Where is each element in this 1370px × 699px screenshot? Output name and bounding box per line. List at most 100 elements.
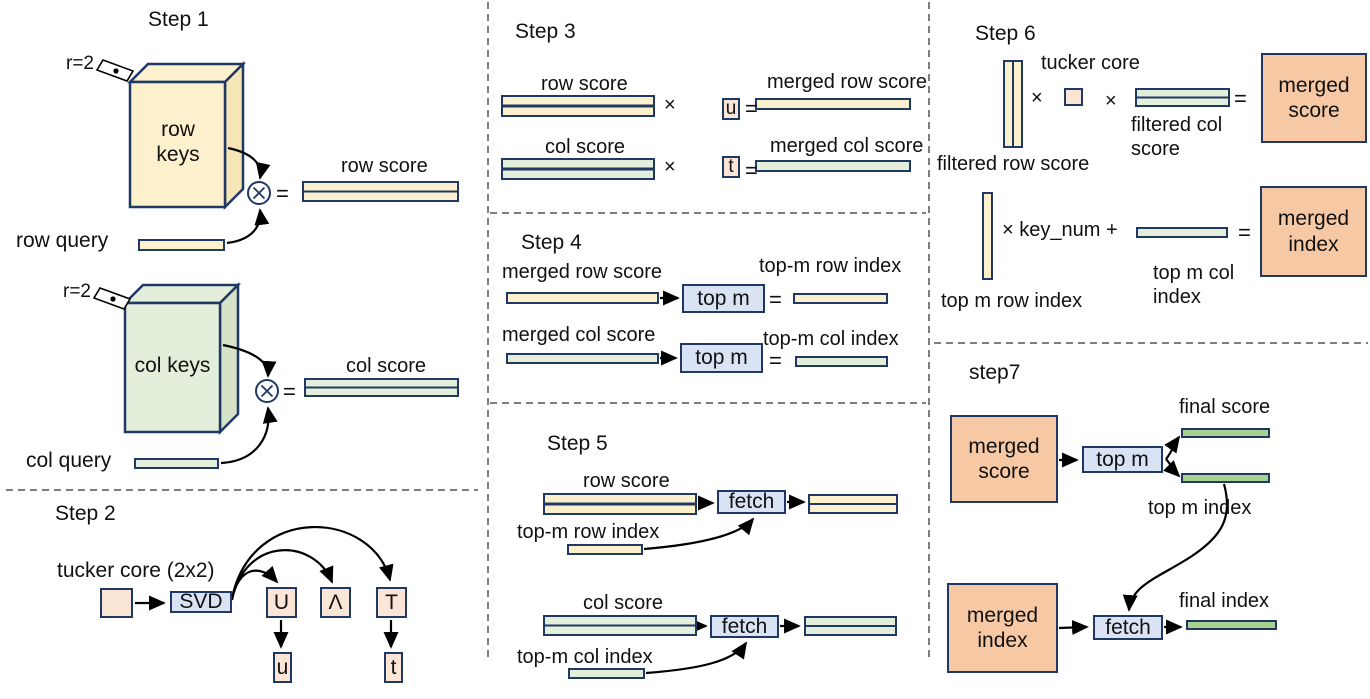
equals-sign: =	[769, 348, 782, 373]
s3-row-score-label: row score	[541, 73, 628, 95]
matrix-U-box: U	[266, 587, 297, 618]
s6-tucker-core-label: tucker core	[1041, 52, 1140, 74]
equals-sign: =	[745, 96, 758, 121]
step3-title: Step 3	[515, 20, 576, 43]
s7-top-m-index-bar	[1181, 473, 1270, 483]
s5-fetch-box-col: fetch	[710, 615, 779, 638]
times-sign: ×	[664, 94, 676, 116]
equals-sign: =	[1234, 86, 1247, 111]
merged-score-label: merged score	[1278, 73, 1350, 122]
s3-t-label: t	[728, 156, 734, 177]
col-keys-label: col keys	[134, 354, 211, 377]
s3-merged-row-score-label: merged row score	[767, 71, 928, 93]
s6-merged-index-box: merged index	[1260, 186, 1367, 277]
tucker-core-2x2-label: tucker core (2x2)	[57, 559, 215, 582]
matrix-lambda-box: Λ	[320, 587, 351, 618]
merged-index-label: merged index	[1277, 207, 1350, 256]
s5-row-output-bar	[808, 494, 898, 514]
s5-row-score-label: row score	[583, 470, 670, 492]
s6-filtered-row-score-bar	[1003, 60, 1023, 148]
s4-merged-col-score-label: merged col score	[502, 324, 656, 346]
step4-title: Step 4	[521, 231, 582, 254]
fetch-label: fetch	[728, 490, 775, 513]
s6-filtered-row-score-label: filtered row score	[937, 153, 1090, 175]
arrows	[135, 146, 1229, 675]
s3-col-score-bar	[501, 158, 655, 180]
s6-top-m-col-index-bar	[1136, 227, 1228, 238]
s7-top-m-index-label: top m index	[1148, 497, 1252, 519]
s6-filtered-col-score-bar	[1135, 88, 1230, 107]
s3-merged-col-score-bar	[755, 160, 911, 172]
equals-sign: =	[1238, 220, 1251, 245]
s6-tucker-core-square	[1064, 88, 1083, 106]
s4-top-m-col-index-label: top-m col index	[763, 328, 899, 350]
step5-title: Step 5	[547, 432, 608, 455]
merged-index-label: merged index	[966, 603, 1039, 652]
times-sign: ×	[664, 156, 676, 178]
step7-title: step7	[969, 361, 1021, 384]
s4-top-m-box-row: top m	[682, 284, 765, 313]
row-query-bar	[138, 239, 225, 251]
col-keys-cube	[121, 281, 242, 436]
row-r-dimension-marker	[95, 59, 135, 82]
s5-col-output-bar	[804, 616, 897, 636]
s7-final-score-bar	[1181, 428, 1270, 438]
s5-row-score-bar	[543, 493, 697, 515]
step2-title: Step 2	[55, 502, 116, 525]
col-query-bar	[134, 458, 219, 469]
s6-key-num-expr: × key_num +	[1002, 219, 1118, 241]
s7-merged-index-box: merged index	[947, 583, 1058, 673]
s6-filtered-col-score-label: filtered col score	[1131, 114, 1223, 160]
s5-top-m-row-index-bar	[567, 544, 643, 555]
row-query-label: row query	[16, 229, 109, 252]
vector-t-box: t	[384, 652, 403, 683]
s4-merged-row-score-bar	[506, 292, 659, 304]
s3-merged-row-score-bar	[755, 98, 911, 110]
s7-final-score-label: final score	[1179, 396, 1271, 418]
vector-u-box: u	[273, 652, 292, 683]
matrix-T-box: T	[376, 587, 407, 618]
s5-col-score-bar	[543, 615, 697, 636]
s7-final-index-label: final index	[1179, 590, 1270, 612]
equals-sign: =	[745, 158, 758, 183]
s4-merged-col-score-bar	[506, 353, 659, 364]
equals-sign: =	[283, 379, 296, 404]
s3-merged-col-score-label: merged col score	[770, 135, 924, 157]
s3-col-score-label: col score	[545, 136, 626, 158]
col-score-bar	[304, 378, 459, 397]
step1-title: Step 1	[148, 8, 209, 31]
s3-u-box: u	[722, 98, 740, 120]
s4-top-m-row-index-label: top-m row index	[759, 255, 902, 277]
equals-sign: =	[276, 181, 289, 206]
matrix-U-label: U	[273, 590, 290, 614]
row-keys-label: row keys	[156, 118, 200, 166]
svd-label: SVD	[179, 590, 223, 613]
row-score-label: row score	[341, 155, 428, 177]
top-m-label: top m	[697, 286, 750, 310]
s7-top-m-box: top m	[1082, 446, 1163, 473]
col-query-label: col query	[26, 449, 112, 472]
top-m-label: top m	[695, 346, 748, 369]
s7-merged-score-box: merged score	[950, 415, 1058, 503]
s3-u-label: u	[725, 98, 737, 119]
row-score-bar	[302, 181, 459, 202]
s3-t-box: t	[722, 156, 740, 178]
vector-u-label: u	[276, 655, 289, 679]
col-r-label: r=2	[63, 281, 91, 302]
s4-top-m-box-col: top m	[680, 343, 763, 373]
s6-top-m-row-index-bar	[982, 192, 993, 280]
s7-final-index-bar	[1186, 620, 1277, 630]
top-m-label: top m	[1096, 447, 1149, 471]
s4-top-m-col-index-bar	[795, 356, 888, 367]
s3-row-score-bar	[501, 95, 655, 117]
times-sign: ×	[1105, 90, 1117, 112]
matrix-lambda-label: Λ	[328, 590, 343, 614]
s6-top-m-row-index-label: top m row index	[941, 290, 1083, 312]
step6-title: Step 6	[975, 22, 1036, 45]
equals-sign: =	[769, 287, 782, 312]
s7-fetch-box: fetch	[1093, 615, 1163, 640]
vector-t-label: t	[390, 655, 397, 679]
s5-fetch-box-row: fetch	[717, 490, 786, 514]
